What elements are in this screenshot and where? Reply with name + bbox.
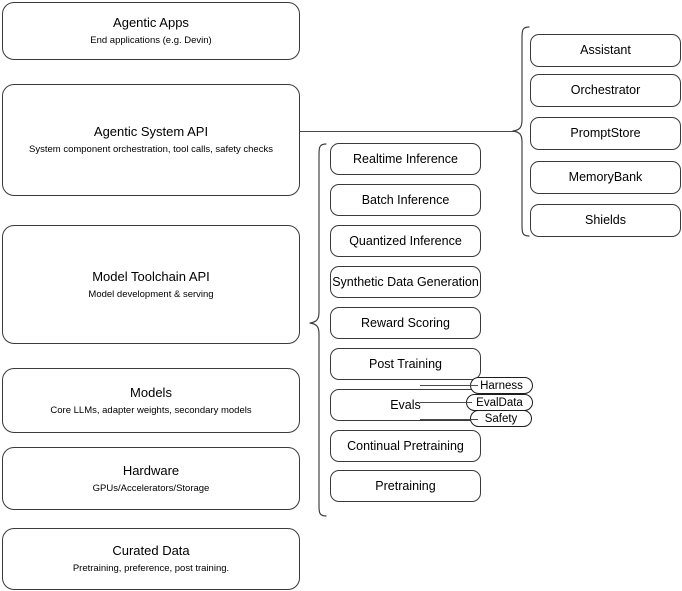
system-component-pill-promptstore[interactable]: PromptStore: [530, 117, 681, 150]
component-pill-label: Synthetic Data Generation: [332, 274, 479, 289]
evals-subcomponent-evaldata[interactable]: EvalData: [466, 394, 533, 411]
component-pill-label: Realtime Inference: [353, 151, 458, 166]
layer-subtitle: System component orchestration, tool cal…: [29, 144, 273, 155]
component-pill-label: Evals: [390, 397, 421, 412]
component-pill-synthetic-data-generation[interactable]: Synthetic Data Generation: [330, 266, 481, 298]
connector-evals-to-evaldata: [420, 402, 472, 403]
component-pill-quantized-inference[interactable]: Quantized Inference: [330, 225, 481, 257]
system-component-pill-label: MemoryBank: [568, 170, 643, 184]
system-component-pill-orchestrator[interactable]: Orchestrator: [530, 74, 681, 107]
layer-subtitle: Model development & serving: [88, 288, 214, 300]
evals-subcomponent-safety[interactable]: Safety: [470, 410, 532, 427]
component-pill-continual-pretraining[interactable]: Continual Pretraining: [330, 430, 481, 462]
connector-system-api-to-components: [300, 131, 514, 132]
layer-box-agentic-system-api[interactable]: Agentic System API System component orch…: [2, 84, 300, 196]
component-pill-label: Pretraining: [375, 478, 436, 493]
brace-model-toolchain-components: [309, 143, 327, 517]
layer-title: Hardware: [122, 462, 180, 478]
layer-title: Model Toolchain API: [92, 268, 210, 284]
component-pill-realtime-inference[interactable]: Realtime Inference: [330, 143, 481, 175]
layer-subtitle: GPUs/Accelerators/Storage: [92, 482, 210, 494]
evals-subcomponent-harness[interactable]: Harness: [470, 377, 533, 394]
layer-box-curated-data[interactable]: Curated Data Pretraining, preference, po…: [2, 528, 300, 590]
layer-title: Models: [130, 384, 172, 400]
component-pill-evals[interactable]: Evals: [330, 389, 481, 421]
component-pill-pretraining[interactable]: Pretraining: [330, 470, 481, 502]
system-component-pill-assistant[interactable]: Assistant: [530, 34, 681, 67]
component-pill-label: Reward Scoring: [361, 315, 450, 330]
system-component-pill-shields[interactable]: Shields: [530, 204, 681, 237]
layer-title: Curated Data: [112, 543, 190, 558]
system-component-pill-memorybank[interactable]: MemoryBank: [530, 161, 681, 194]
component-pill-label: Continual Pretraining: [347, 438, 464, 453]
layer-subtitle: Core LLMs, adapter weights, secondary mo…: [50, 404, 252, 416]
system-component-pill-label: Shields: [585, 213, 626, 227]
component-pill-reward-scoring[interactable]: Reward Scoring: [330, 307, 481, 339]
layer-title: Agentic Apps: [113, 15, 189, 30]
layer-box-models[interactable]: Models Core LLMs, adapter weights, secon…: [2, 368, 300, 433]
connector-evals-to-safety: [420, 419, 478, 420]
component-pill-label: Batch Inference: [361, 192, 450, 207]
evals-subcomponent-label: Safety: [484, 412, 518, 425]
brace-agentic-system-components: [512, 26, 530, 237]
evals-subcomponent-label: Harness: [480, 379, 523, 392]
layer-subtitle: Pretraining, preference, post training.: [72, 563, 230, 574]
system-component-pill-label: Orchestrator: [570, 83, 641, 97]
layer-box-hardware[interactable]: Hardware GPUs/Accelerators/Storage: [2, 447, 300, 510]
component-pill-label: Quantized Inference: [349, 233, 462, 248]
system-component-pill-label: PromptStore: [570, 126, 641, 140]
component-pill-post-training[interactable]: Post Training: [330, 348, 481, 380]
layer-subtitle: End applications (e.g. Devin): [90, 35, 212, 46]
system-component-pill-label: Assistant: [580, 43, 631, 57]
layer-box-agentic-apps[interactable]: Agentic Apps End applications (e.g. Devi…: [2, 2, 300, 60]
evals-subcomponent-label: EvalData: [476, 396, 523, 409]
connector-evals-to-harness: [420, 385, 478, 386]
layer-title: Agentic System API: [93, 124, 209, 139]
component-pill-label: Post Training: [369, 356, 442, 371]
layer-box-model-toolchain-api[interactable]: Model Toolchain API Model development & …: [2, 225, 300, 344]
component-pill-batch-inference[interactable]: Batch Inference: [330, 184, 481, 216]
